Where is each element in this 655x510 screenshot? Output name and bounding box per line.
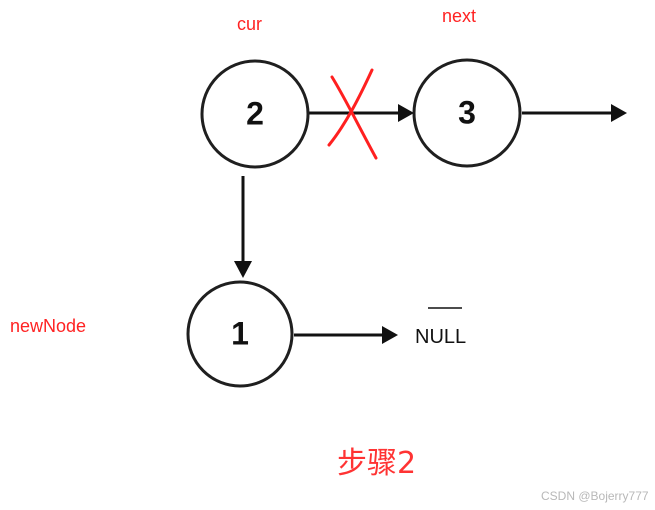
node-next-value: 3 (458, 94, 476, 130)
newnode-label: newNode (10, 316, 86, 336)
cur-to-newnode-arrowhead (234, 261, 252, 278)
cross-mark-stroke-a (330, 75, 378, 160)
node-newnode (186, 280, 294, 388)
cross-mark-stroke-b (327, 68, 374, 147)
cur-to-next-arrowhead (398, 104, 414, 122)
step-caption: 步骤2 (337, 446, 416, 481)
watermark: CSDN @Bojerry777 (541, 489, 649, 503)
node-cur-value: 2 (246, 95, 264, 131)
node-cur (200, 59, 310, 169)
next-outgoing-arrowhead (611, 104, 627, 122)
newnode-to-null-arrowhead (382, 326, 398, 344)
cur-label: cur (237, 14, 262, 34)
next-label: next (442, 6, 476, 26)
node-newnode-value: 1 (231, 315, 249, 351)
null-label: NULL (415, 326, 466, 348)
node-next (412, 58, 522, 168)
